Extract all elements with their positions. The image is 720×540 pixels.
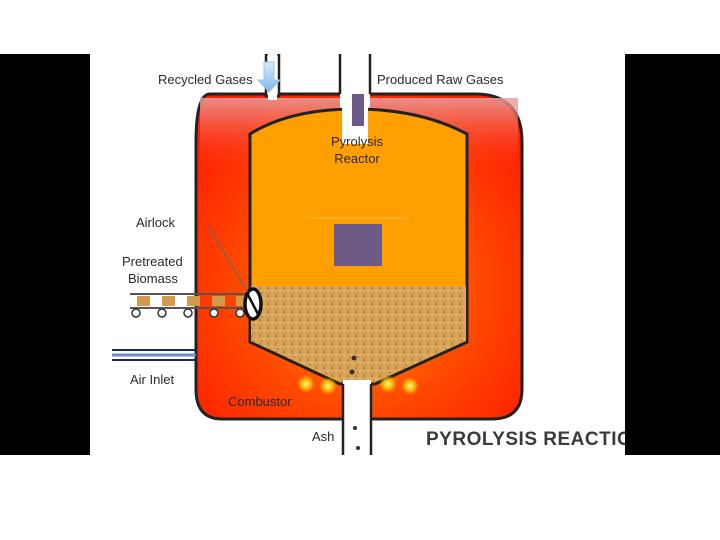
pretreated-biomass-label-2: Biomass xyxy=(128,271,178,286)
produced-raw-gases-label: Produced Raw Gases xyxy=(377,72,504,87)
flame-icon xyxy=(319,377,337,395)
combustor-label: Combustor xyxy=(228,394,292,409)
air-inlet-label: Air Inlet xyxy=(130,372,174,387)
gas-block xyxy=(352,94,364,126)
flame-icon xyxy=(379,375,397,393)
biomass-bed xyxy=(251,286,466,382)
ash-chute xyxy=(343,380,371,455)
ash-label: Ash xyxy=(312,429,334,444)
ash-particle xyxy=(349,369,355,375)
letterbox-left xyxy=(0,54,90,455)
pyrolysis-diagram: Recycled Gases Produced Raw Gases Pyroly… xyxy=(90,54,625,455)
ash-particle xyxy=(353,426,357,430)
flame-icon xyxy=(401,377,419,395)
pretreated-biomass-label: Pretreated xyxy=(122,254,183,269)
pyrolysis-reactor-label: Pyrolysis xyxy=(331,134,384,149)
ash-particle xyxy=(351,355,357,361)
pyrolysis-reactor-label-2: Reactor xyxy=(334,151,380,166)
airlock-label: Airlock xyxy=(136,215,176,230)
slide-title: PYROLYSIS REACTION xyxy=(426,429,625,450)
ash-particle xyxy=(356,446,360,450)
recycled-gases-label: Recycled Gases xyxy=(158,72,253,87)
down-arrow-icon xyxy=(256,61,282,93)
airlock-pointer xyxy=(207,225,249,293)
air-inlet-pipe xyxy=(112,349,196,361)
rising-gas-block xyxy=(334,224,382,266)
biomass-conveyor xyxy=(130,293,250,318)
letterbox-right xyxy=(625,54,720,455)
flame-icon xyxy=(297,375,315,393)
